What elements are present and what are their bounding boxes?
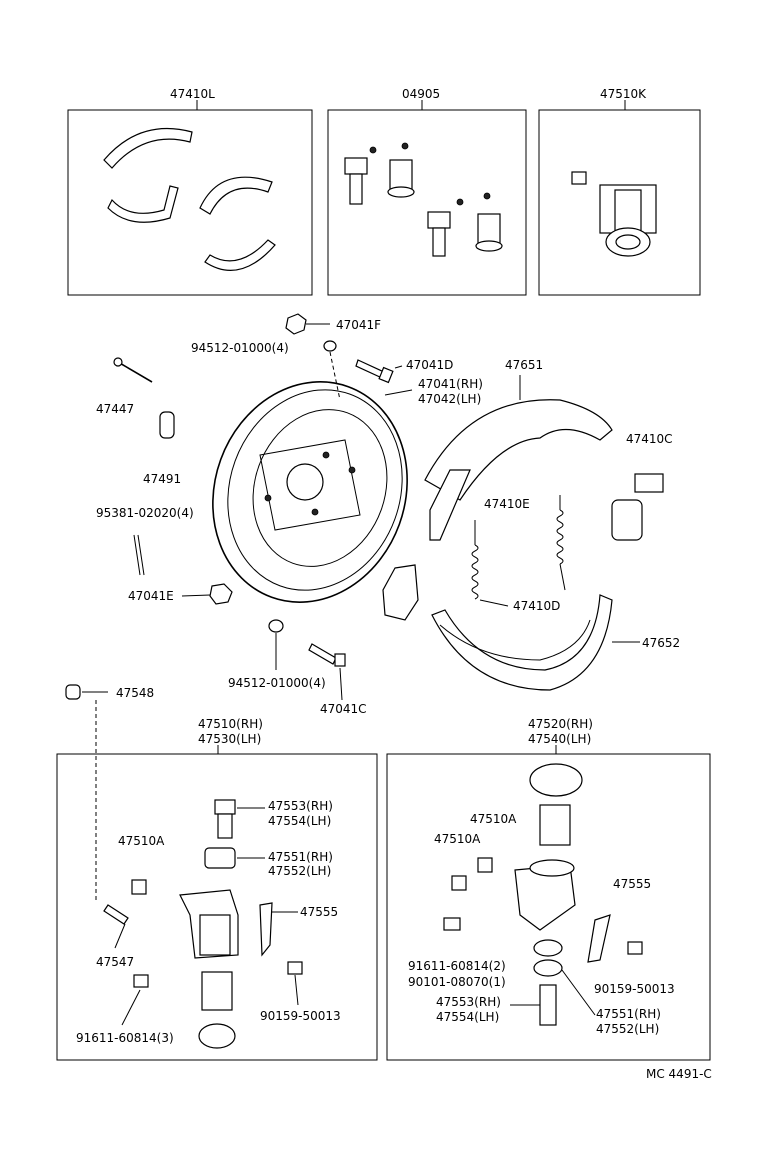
label-91611-left: 91611-60814(3) — [76, 1031, 174, 1045]
label-47042-LH: 47042(LH) — [418, 392, 481, 406]
cylinder-right-box: 47520(RH) 47540(LH) 47510A 47510A 47555 … — [386, 717, 711, 1061]
kit-box-brake-shoe: 47410L — [67, 87, 313, 296]
pin-47447: 47447 — [96, 357, 153, 416]
adjuster-part — [382, 564, 419, 621]
label-47552-LH-left: 47552(LH) — [268, 864, 331, 878]
label-47553-RH-right: 47553(RH) — [436, 995, 501, 1009]
label-90101-right: 90101-08070(1) — [408, 975, 506, 989]
label-47554-LH-right: 47554(LH) — [436, 1010, 499, 1024]
label-47041D: 47041D — [406, 358, 453, 372]
spring-47410E: 47410E — [484, 495, 566, 591]
label-47554-LH-left: 47554(LH) — [268, 814, 331, 828]
washer-94512-top: 94512-01000(4) — [191, 340, 337, 355]
label-04905: 04905 — [402, 87, 440, 101]
label-47510A-right-1: 47510A — [470, 812, 517, 826]
label-47447: 47447 — [96, 402, 134, 416]
label-47551-RH-left: 47551(RH) — [268, 850, 333, 864]
nut-47041F: 47041F — [285, 313, 381, 335]
label-47041C: 47041C — [320, 702, 367, 716]
label-47410C: 47410C — [626, 432, 673, 446]
label-47041-RH: 47041(RH) — [418, 377, 483, 391]
label-47530-LH: 47530(LH) — [198, 732, 261, 746]
clip-47491: 47491 — [143, 411, 181, 486]
label-47510K: 47510K — [600, 87, 647, 101]
label-47410E: 47410E — [484, 497, 530, 511]
cylinder-left-box: 47510(RH) 47530(LH) 47553(RH) 47554(LH) … — [56, 717, 378, 1061]
label-47555-right: 47555 — [613, 877, 651, 891]
cotter-pin: 95381-02020(4) — [96, 506, 194, 576]
label-47510A-left: 47510A — [118, 834, 165, 848]
label-47548: 47548 — [116, 686, 154, 700]
label-47510-RH: 47510(RH) — [198, 717, 263, 731]
label-47410L: 47410L — [170, 87, 215, 101]
footer-code: MC 4491-C — [646, 1067, 712, 1081]
label-95381: 95381-02020(4) — [96, 506, 194, 520]
cap-47548: 47548 — [65, 684, 154, 900]
label-47555-left: 47555 — [300, 905, 338, 919]
label-47552-LH-right: 47552(LH) — [596, 1022, 659, 1036]
backing-plate — [212, 381, 408, 603]
shoe-47651: 47651 — [424, 358, 613, 541]
label-47547: 47547 — [96, 955, 134, 969]
bolt-47041D: 47041D — [355, 358, 453, 384]
label-47041F: 47041F — [336, 318, 381, 332]
nut-47041E: 47041E — [128, 583, 233, 605]
shoe-47652: 47652 — [431, 594, 680, 691]
label-47652: 47652 — [642, 636, 680, 650]
kit-box-cylinder-assy: 47510K — [538, 87, 701, 296]
spring-47410C: 47410C — [611, 432, 673, 541]
label-47510A-right-2: 47510A — [434, 832, 481, 846]
label-94512-bottom: 94512-01000(4) — [228, 676, 326, 690]
label-47491: 47491 — [143, 472, 181, 486]
label-47410D: 47410D — [513, 599, 560, 613]
kit-box-cylinder-repair: 04905 — [327, 87, 527, 296]
label-47551-RH-right: 47551(RH) — [596, 1007, 661, 1021]
label-90159-right: 90159-50013 — [594, 982, 675, 996]
washer-94512-bottom: 94512-01000(4) — [228, 619, 326, 690]
bolt-47041C: 47041C — [308, 643, 367, 716]
label-90159-left: 90159-50013 — [260, 1009, 341, 1023]
label-47041E: 47041E — [128, 589, 174, 603]
label-47553-RH-left: 47553(RH) — [268, 799, 333, 813]
label-94512-top: 94512-01000(4) — [191, 341, 289, 355]
label-91611-right: 91611-60814(2) — [408, 959, 506, 973]
label-47651: 47651 — [505, 358, 543, 372]
label-47520-RH: 47520(RH) — [528, 717, 593, 731]
label-backing-plate: 47041(RH) 47042(LH) — [384, 377, 483, 406]
label-47540-LH: 47540(LH) — [528, 732, 591, 746]
spring-47410D: 47410D — [471, 520, 560, 613]
